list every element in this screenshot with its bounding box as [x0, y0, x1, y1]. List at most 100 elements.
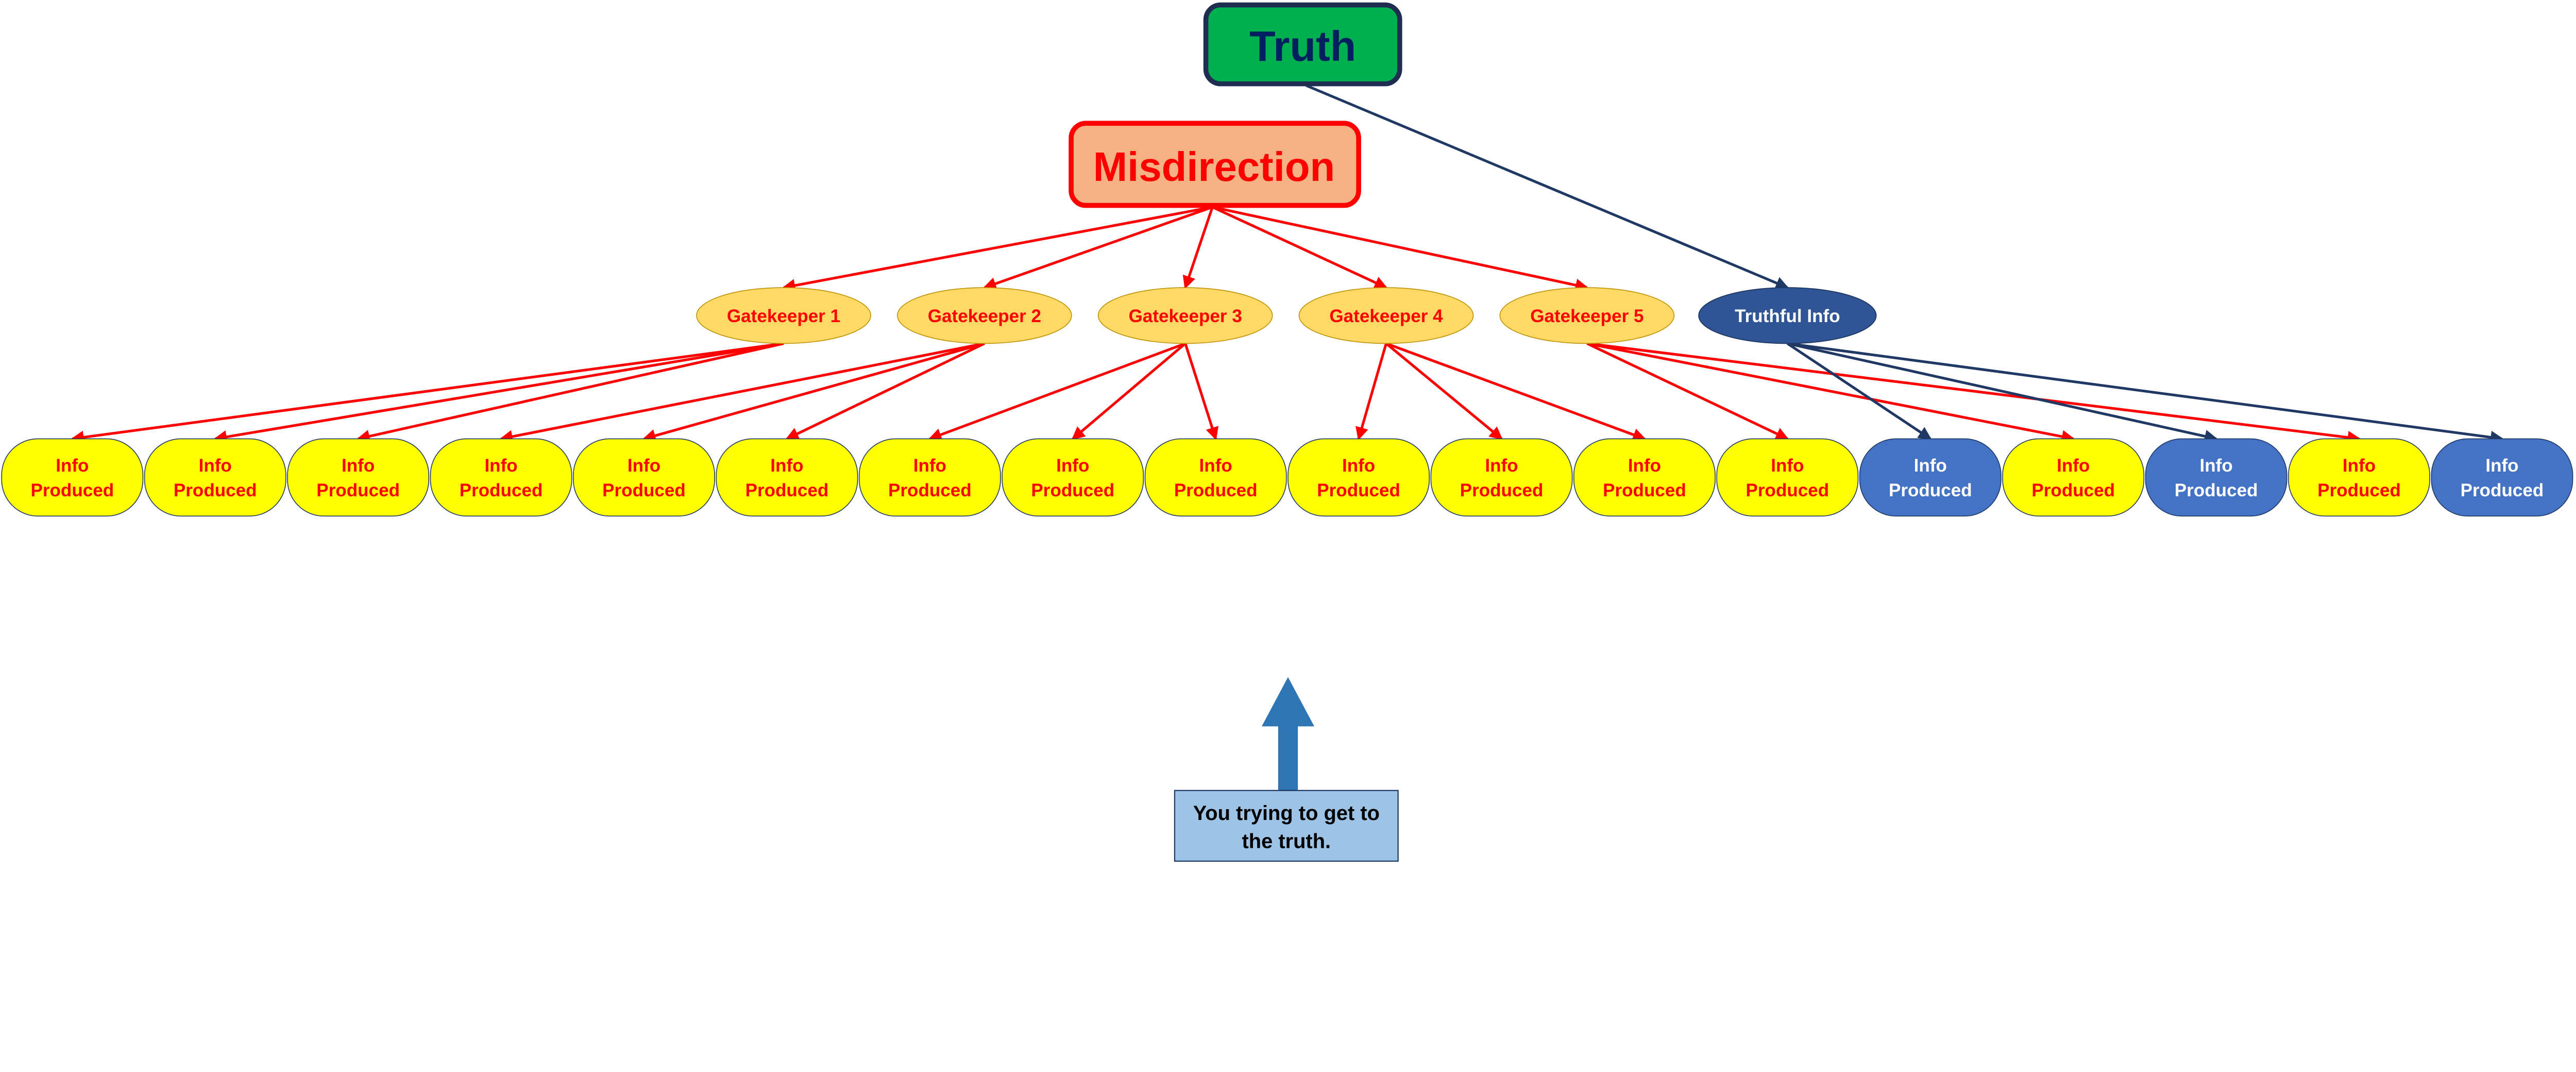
gatekeeper-node[interactable]: Gatekeeper 4	[1298, 287, 1474, 344]
info-node-line-1: Info	[628, 456, 660, 476]
info-node-line-1: Info	[199, 456, 232, 476]
edges	[71, 84, 2504, 444]
info-node-line-2: Produced	[2175, 480, 2258, 500]
gatekeeper-label: Gatekeeper 1	[727, 306, 840, 326]
info-node-line-2: Produced	[602, 480, 686, 500]
info-node-line-2: Produced	[1889, 480, 1972, 500]
info-node-line-1: Info	[1628, 456, 1661, 476]
edge-gatekeeper-to-info	[213, 342, 784, 444]
gatekeeper-label: Gatekeeper 4	[1329, 306, 1443, 326]
info-node-line-1: Info	[1199, 456, 1232, 476]
info-node-line-1: Info	[2485, 456, 2518, 476]
edge-gatekeeper-to-info	[1071, 342, 1187, 440]
info-nodes: InfoProducedInfoProducedInfoProducedInfo…	[1, 438, 2573, 517]
edge-misdirection-to-gatekeeper	[1212, 206, 1388, 289]
edge-gatekeeper-to-info	[71, 342, 784, 444]
gatekeeper-label: Gatekeeper 5	[1530, 306, 1643, 326]
edge-truth-to-truthful-info	[1306, 84, 1789, 290]
edge-gatekeeper-to-info	[357, 342, 784, 443]
gatekeeper-node[interactable]: Gatekeeper 3	[1097, 287, 1273, 344]
gatekeeper-label: Gatekeeper 3	[1129, 306, 1242, 326]
gatekeeper-node[interactable]: Gatekeeper 5	[1499, 287, 1675, 344]
info-node-line-1: Info	[1771, 456, 1804, 476]
truth-label: Truth	[1249, 22, 1356, 70]
info-node-line-2: Produced	[2317, 480, 2401, 500]
info-node-line-1: Info	[1342, 456, 1375, 476]
info-node-line-2: Produced	[2031, 480, 2115, 500]
info-node-line-2: Produced	[1460, 480, 1544, 500]
info-node-line-2: Produced	[30, 480, 114, 500]
info-node-line-2: Produced	[460, 480, 543, 500]
info-node-line-1: Info	[2343, 456, 2376, 476]
gatekeepers: Gatekeeper 1 Gatekeeper 2 Gatekeeper 3 Gate…	[696, 287, 1675, 344]
info-node-line-2: Produced	[1746, 480, 1829, 500]
edge-gatekeeper-to-info	[499, 342, 985, 443]
info-node-line-1: Info	[2200, 456, 2233, 476]
info-node-line-1: Info	[2057, 456, 2090, 476]
info-node-line-2: Produced	[316, 480, 400, 500]
info-node-line-1: Info	[770, 456, 803, 476]
misdirection-label: Misdirection	[1093, 144, 1335, 190]
edge-misdirection-to-gatekeeper	[982, 206, 1213, 290]
edge-gatekeeper-to-info	[1587, 342, 2361, 444]
you-box[interactable]: You trying to get to the truth.	[1174, 790, 1399, 862]
edge-gatekeeper-to-info	[1586, 342, 2075, 443]
info-node-line-1: Info	[913, 456, 946, 476]
info-node-line-1: Info	[484, 456, 517, 476]
edge-gatekeeper-to-info	[1586, 342, 1789, 440]
info-node-line-2: Produced	[1603, 480, 1686, 500]
you-line-1: You trying to get to	[1193, 802, 1380, 825]
edge-gatekeeper-to-info	[1385, 342, 1646, 441]
edge-gatekeeper-to-info	[642, 342, 985, 442]
info-node-line-2: Produced	[745, 480, 829, 500]
gatekeeper-node[interactable]: Gatekeeper 2	[897, 287, 1072, 344]
edge-gatekeeper-to-info	[1385, 342, 1503, 440]
truthful-info-node[interactable]: Truthful Info	[1698, 287, 1877, 344]
info-node-line-1: Info	[1485, 456, 1518, 476]
truthful-info-label: Truthful Info	[1735, 306, 1840, 326]
edge-misdirection-to-gatekeeper	[782, 206, 1213, 292]
info-node-line-2: Produced	[2461, 480, 2544, 500]
gatekeeper-node[interactable]: Gatekeeper 1	[696, 287, 871, 344]
edge-gatekeeper-to-info	[928, 342, 1186, 441]
misdirection-node[interactable]: Misdirection	[1069, 121, 1361, 208]
edge-truthful-to-info	[1787, 342, 2218, 443]
edge-gatekeeper-to-info	[1355, 343, 1387, 441]
gatekeeper-label: Gatekeeper 2	[928, 306, 1041, 326]
info-node-line-2: Produced	[1031, 480, 1114, 500]
info-node-line-2: Produced	[174, 480, 257, 500]
info-node-line-1: Info	[342, 456, 375, 476]
info-node-line-2: Produced	[888, 480, 972, 500]
edge-gatekeeper-to-info	[1184, 343, 1219, 441]
info-node-line-2: Produced	[1317, 480, 1400, 500]
edge-gatekeeper-to-info	[785, 342, 985, 440]
info-node-line-1: Info	[1914, 456, 1947, 476]
you-line-2: the truth.	[1242, 830, 1331, 852]
info-node-line-2: Produced	[1174, 480, 1258, 500]
info-node-line-1: Info	[56, 456, 89, 476]
edge-truthful-to-info	[1787, 342, 2504, 444]
truth-node[interactable]: Truth	[1203, 2, 1402, 87]
edge-misdirection-to-gatekeeper	[1212, 206, 1589, 292]
info-node-line-1: Info	[1056, 456, 1089, 476]
you-arrow-icon	[1261, 677, 1315, 791]
